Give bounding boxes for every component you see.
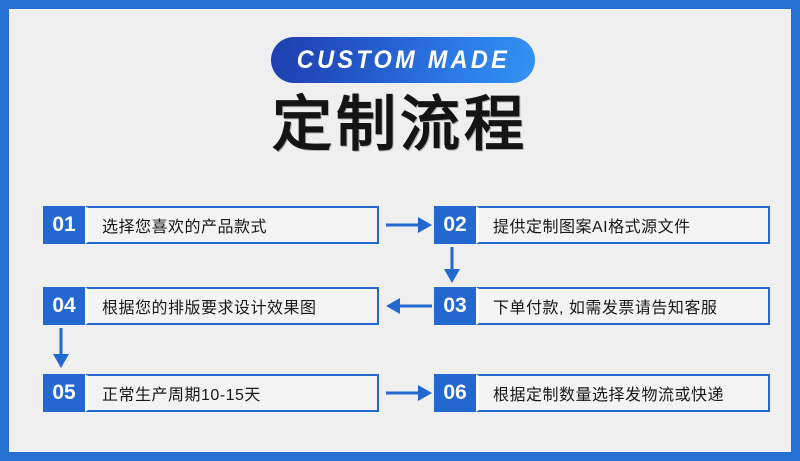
step-body-04: 根据您的排版要求设计效果图 (85, 287, 379, 325)
arrow-left-icon (386, 293, 432, 319)
step-label-05: 正常生产周期10-15天 (102, 387, 261, 404)
step-label-02: 提供定制图案AI格式源文件 (493, 219, 691, 236)
arrow-down-icon (48, 328, 74, 368)
step-body-05: 正常生产周期10-15天 (85, 374, 379, 412)
custom-made-badge: CUSTOM MADE (271, 37, 535, 83)
step-body-01: 选择您喜欢的产品款式 (85, 206, 379, 244)
step-item-04: 04 根据您的排版要求设计效果图 (43, 287, 379, 325)
step-number-01: 01 (43, 206, 85, 244)
step-body-03: 下单付款, 如需发票请告知客服 (476, 287, 770, 325)
step-item-01: 01 选择您喜欢的产品款式 (43, 206, 379, 244)
step-item-05: 05 正常生产周期10-15天 (43, 374, 379, 412)
step-item-06: 06 根据定制数量选择发物流或快递 (434, 374, 770, 412)
step-number-04: 04 (43, 287, 85, 325)
step-number-02: 02 (434, 206, 476, 244)
step-label-03: 下单付款, 如需发票请告知客服 (493, 300, 718, 317)
badge-label: CUSTOM MADE (296, 45, 510, 74)
poster-inner-panel: CUSTOM MADE 定制流程 01 选择您喜欢的产品款式 02 提供定制图案… (9, 9, 791, 452)
step-label-04: 根据您的排版要求设计效果图 (102, 300, 317, 317)
step-number-03: 03 (434, 287, 476, 325)
arrow-right-icon (386, 212, 432, 238)
step-item-03: 03 下单付款, 如需发票请告知客服 (434, 287, 770, 325)
page-title: 定制流程 (272, 92, 528, 158)
step-number-05: 05 (43, 374, 85, 412)
step-body-06: 根据定制数量选择发物流或快递 (476, 374, 770, 412)
arrow-right-icon (386, 380, 432, 406)
step-label-06: 根据定制数量选择发物流或快递 (493, 387, 725, 404)
step-number-06: 06 (434, 374, 476, 412)
arrow-down-icon (439, 247, 465, 283)
step-label-01: 选择您喜欢的产品款式 (102, 219, 268, 236)
step-body-02: 提供定制图案AI格式源文件 (476, 206, 770, 244)
step-item-02: 02 提供定制图案AI格式源文件 (434, 206, 770, 244)
